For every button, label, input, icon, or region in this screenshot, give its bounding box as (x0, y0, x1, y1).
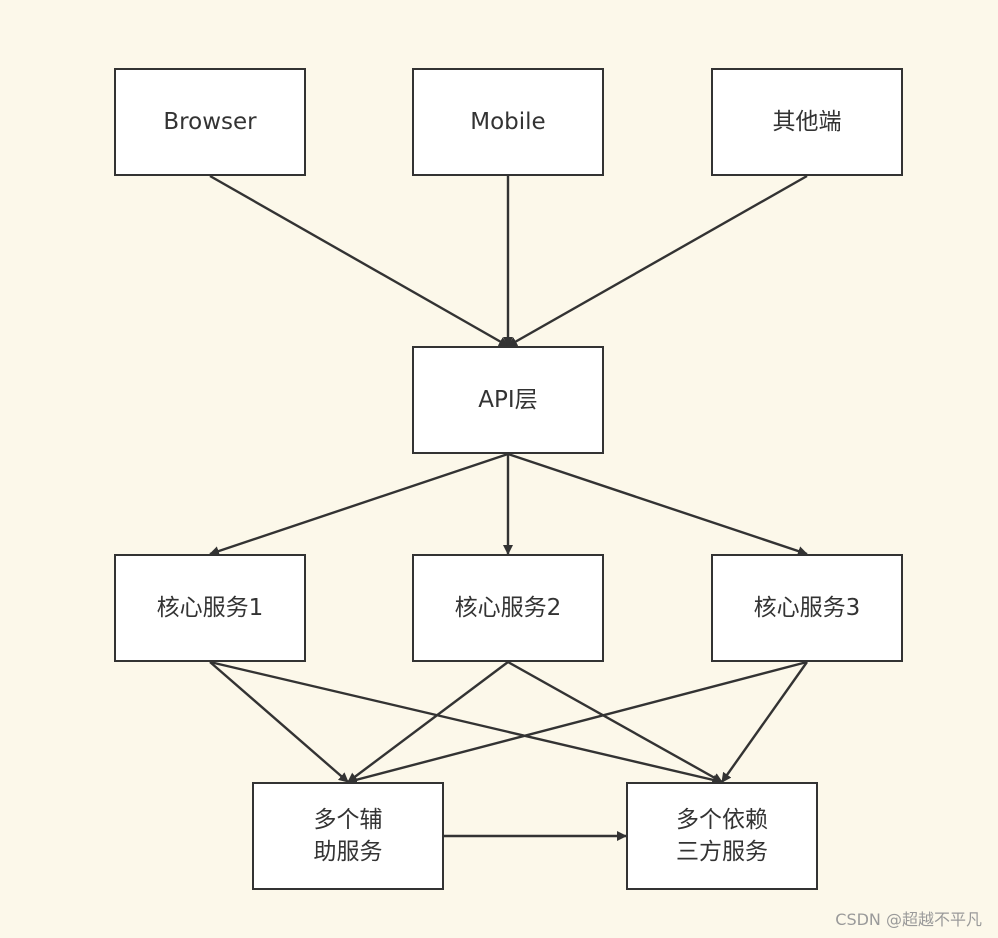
node-core-service-2-label: 核心服务2 (454, 595, 562, 621)
node-api-layer: API层 (412, 346, 604, 454)
node-third-party-services-line-1: 多个依赖 (676, 807, 768, 833)
node-core-service-2: 核心服务2 (412, 554, 604, 662)
node-core-service-1: 核心服务1 (114, 554, 306, 662)
edge-core2-to-aux (347, 661, 509, 783)
edge-other-to-api (507, 174, 808, 348)
node-auxiliary-services: 多个辅 助服务 (252, 782, 444, 890)
node-auxiliary-services-line-1: 多个辅 (313, 807, 383, 833)
edge-api-to-core3 (507, 452, 808, 556)
node-core-service-3: 核心服务3 (711, 554, 903, 662)
node-browser-label: Browser (163, 109, 257, 135)
node-browser: Browser (114, 68, 306, 176)
edge-core3-to-third (721, 661, 808, 783)
node-core-service-1-label: 核心服务1 (156, 595, 264, 621)
node-auxiliary-services-line-2: 助服务 (313, 839, 383, 865)
edge-api-to-core1 (209, 452, 509, 556)
edge-group (209, 174, 808, 841)
node-third-party-services: 多个依赖 三方服务 (626, 782, 818, 890)
node-mobile: Mobile (412, 68, 604, 176)
node-third-party-services-line-2: 三方服务 (676, 839, 768, 865)
edge-browser-to-api (209, 174, 509, 348)
node-other-clients-label: 其他端 (772, 109, 842, 135)
node-other-clients: 其他端 (711, 68, 903, 176)
node-core-service-3-label: 核心服务3 (753, 595, 861, 621)
edge-core2-to-third (507, 660, 723, 784)
node-api-layer-label: API层 (478, 387, 538, 413)
edge-core3-to-aux (347, 660, 808, 785)
watermark: CSDN @超越不平凡 (835, 910, 982, 929)
edge-core1-to-aux (209, 661, 349, 783)
edge-core1-to-third (209, 660, 723, 785)
node-mobile-label: Mobile (470, 109, 546, 135)
